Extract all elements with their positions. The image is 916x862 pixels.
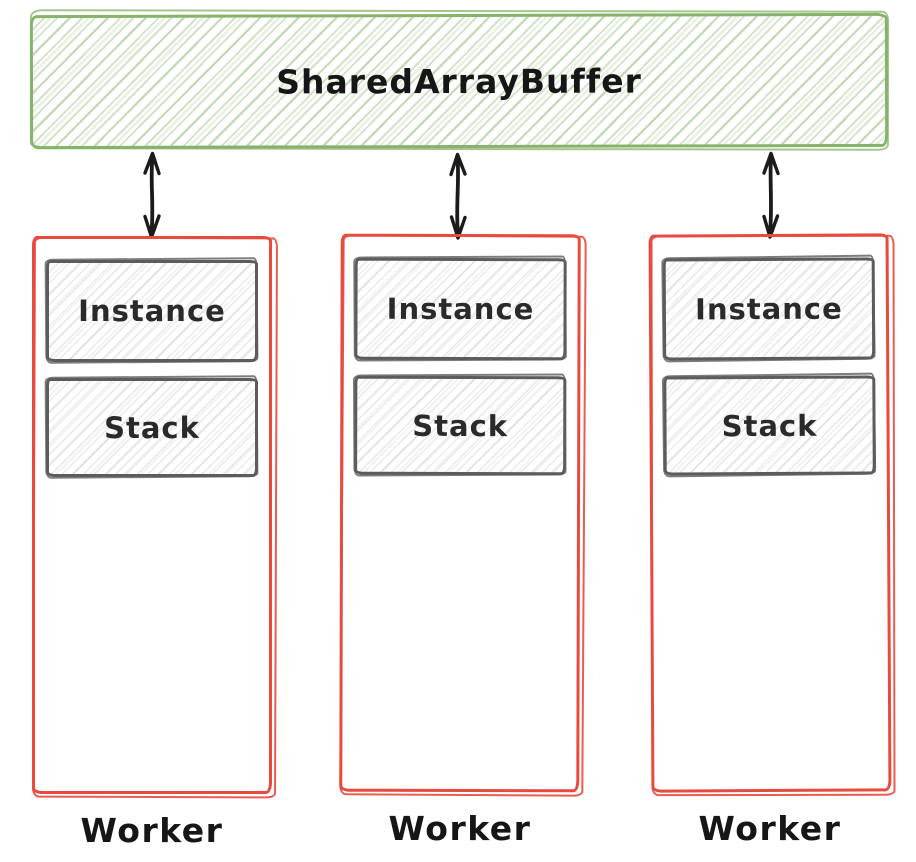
stack-label: Stack (412, 408, 509, 443)
arrow-icon (449, 152, 467, 240)
worker-column-3: Instance Stack Worker (648, 233, 892, 848)
arrow-icon (762, 151, 780, 239)
worker-box-2: Instance Stack (339, 233, 581, 793)
instance-label: Instance (386, 291, 535, 327)
stack-box-1: Stack (46, 378, 258, 477)
worker-caption-3: Worker (698, 809, 842, 848)
stack-box-2: Stack (354, 375, 567, 476)
worker-box-1: Instance Stack (32, 236, 272, 794)
worker-column-2: Instance Stack Worker (339, 233, 581, 848)
stack-label: Stack (104, 410, 200, 445)
instance-label: Instance (695, 291, 843, 327)
worker-box-3: Instance Stack (648, 233, 892, 793)
stack-box-3: Stack (663, 375, 876, 476)
shared-array-buffer-label: SharedArrayBuffer (276, 61, 642, 101)
bidirectional-arrow-2 (443, 149, 473, 243)
shared-array-buffer-box: SharedArrayBuffer (29, 12, 889, 150)
instance-box-2: Instance (354, 257, 567, 361)
worker-column-1: Instance Stack Worker (32, 236, 272, 850)
instance-label: Instance (78, 294, 226, 328)
instance-box-1: Instance (46, 260, 258, 362)
stack-label: Stack (721, 408, 818, 443)
bidirectional-arrow-1 (137, 148, 167, 242)
worker-caption-1: Worker (80, 811, 224, 850)
instance-box-3: Instance (662, 257, 876, 361)
arrow-icon (143, 151, 161, 239)
worker-caption-2: Worker (388, 809, 532, 848)
bidirectional-arrow-3 (756, 148, 786, 242)
